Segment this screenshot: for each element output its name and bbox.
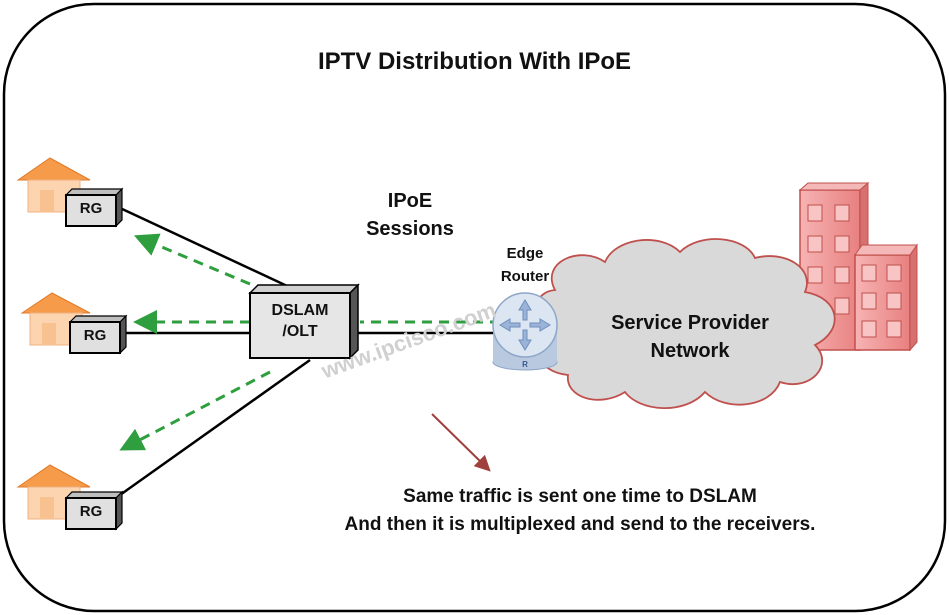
edge-router-label-line1: Edge xyxy=(506,245,544,262)
pointer-arrow xyxy=(431,413,491,472)
ipoe-label-line1: IPoE xyxy=(387,190,433,212)
dslam-label-line2: /OLT xyxy=(282,323,318,340)
rg-label-2: RG xyxy=(83,327,107,344)
house-1 xyxy=(16,157,124,228)
note-line2: And then it is multiplexed and send to t… xyxy=(344,514,816,535)
house-2 xyxy=(20,292,128,355)
rg-label-3: RG xyxy=(79,503,103,520)
ipoe-label-line2: Sessions xyxy=(366,218,454,240)
note-line1: Same traffic is sent one time to DSLAM xyxy=(403,486,757,507)
dslam-label-line1: DSLAM xyxy=(271,302,329,319)
rg-box-3 xyxy=(65,497,117,530)
building-icon xyxy=(798,181,918,352)
router-icon: R xyxy=(492,292,558,371)
cloud-label-line2: Network xyxy=(650,340,730,362)
cloud-icon xyxy=(534,238,836,409)
cloud-label-line1: Service Provider xyxy=(611,312,769,334)
rg-label-1: RG xyxy=(79,200,103,217)
rg-box-2 xyxy=(69,321,121,354)
house-icon xyxy=(16,157,91,213)
dslam-box xyxy=(248,283,360,360)
house-3 xyxy=(16,464,124,531)
edge-router-label-line2: Router xyxy=(500,268,550,285)
multicast-arrows xyxy=(119,233,500,451)
router-badge: R xyxy=(522,360,528,369)
rg-box-1 xyxy=(65,194,117,227)
diagram-title: IPTV Distribution With IPoE xyxy=(317,48,632,75)
